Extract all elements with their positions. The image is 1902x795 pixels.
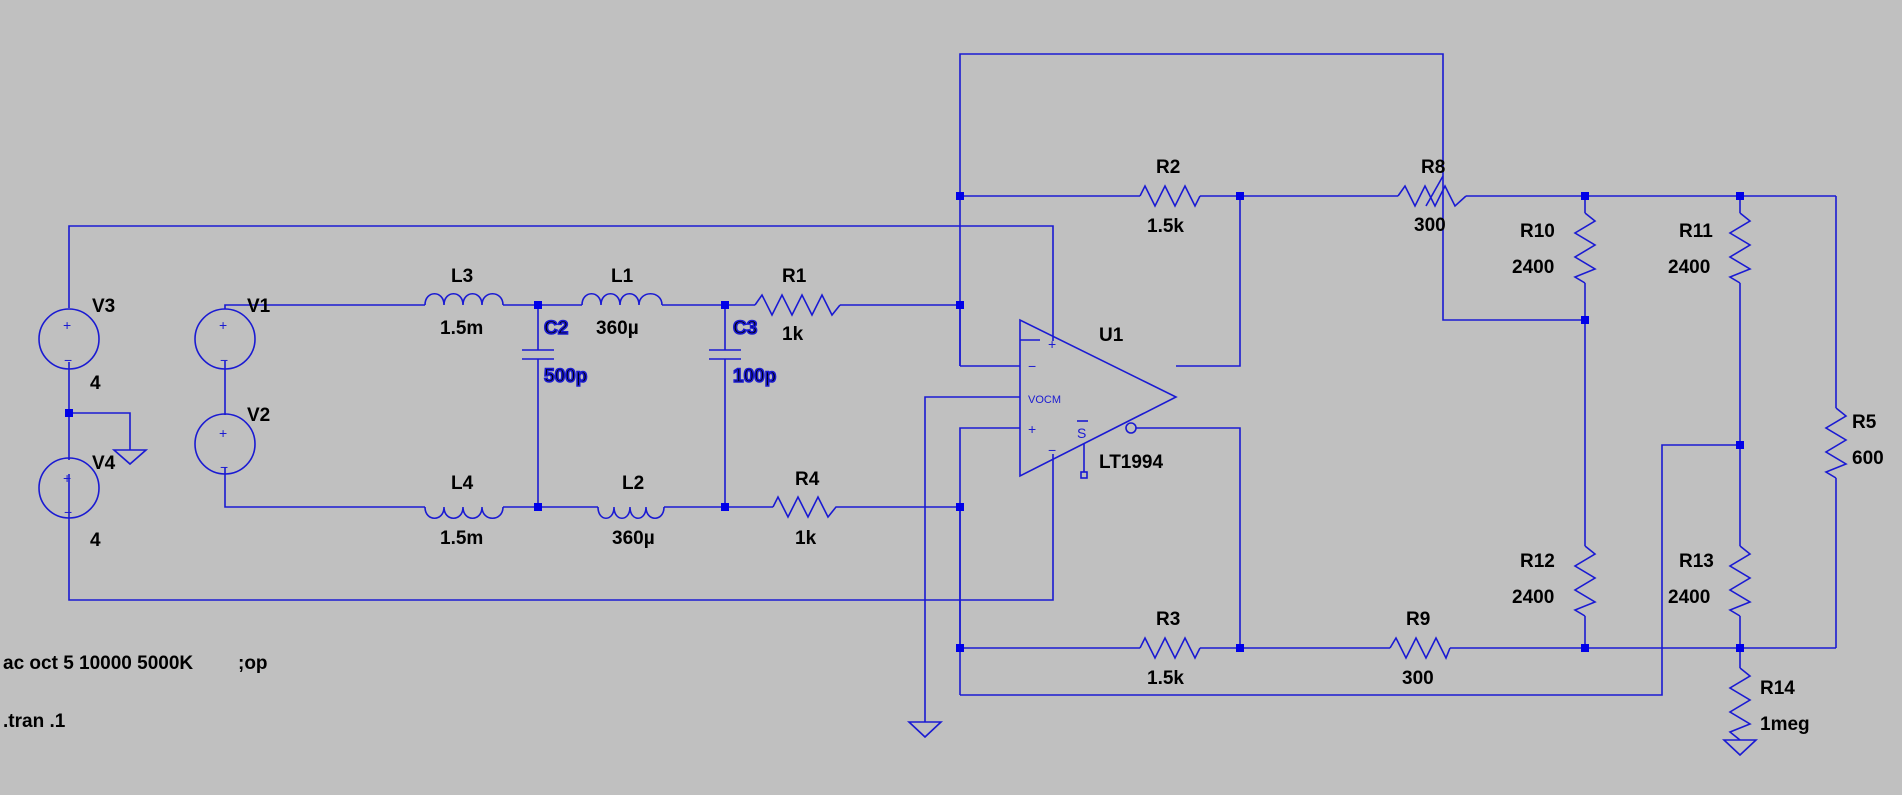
r13-value: 2400 <box>1668 587 1710 608</box>
l2-value: 360µ <box>612 528 655 549</box>
resistor-r10[interactable]: R10 2400 <box>1512 212 1597 284</box>
l4-value: 1.5m <box>440 528 483 549</box>
resistor-r12[interactable]: R12 2400 <box>1512 545 1597 617</box>
capacitor-c2[interactable]: C2 500p <box>522 317 588 388</box>
r14-name: R14 <box>1760 678 1795 699</box>
v1-name: V1 <box>247 296 271 317</box>
u1-name: U1 <box>1099 325 1124 346</box>
svg-text:−: − <box>220 352 228 368</box>
r10-value: 2400 <box>1512 257 1554 278</box>
r11-value: 2400 <box>1668 257 1710 278</box>
inductor-l1[interactable]: L1 360µ <box>581 266 663 339</box>
resistor-r5[interactable]: R5 600 <box>1824 407 1884 479</box>
v2-name: V2 <box>247 405 270 426</box>
r11-name: R11 <box>1679 221 1713 242</box>
svg-text:+: + <box>219 425 227 441</box>
resistor-r14[interactable]: R14 1meg <box>1728 667 1810 741</box>
wires <box>68 53 1837 722</box>
resistor-r3[interactable]: R3 1.5k <box>1139 609 1201 689</box>
ac-directive[interactable]: ac oct 5 10000 5000K <box>3 653 193 674</box>
tran-directive[interactable]: .tran .1 <box>3 711 66 732</box>
l4-name: L4 <box>451 473 474 494</box>
r14-value: 1meg <box>1760 714 1810 735</box>
l1-value: 360µ <box>596 318 639 339</box>
inductor-l4[interactable]: L4 1.5m <box>424 473 504 549</box>
l1-name: L1 <box>611 266 634 287</box>
voltage-source-v2[interactable]: + − V2 <box>194 405 270 475</box>
r2-name: R2 <box>1156 157 1180 178</box>
svg-text:−: − <box>64 504 72 520</box>
svg-text:−: − <box>220 459 228 475</box>
c2-value: 500p <box>544 366 587 387</box>
inductor-l3[interactable]: L3 1.5m <box>424 266 504 339</box>
v4-name: V4 <box>92 453 116 474</box>
resistor-r4[interactable]: R4 1k <box>772 469 840 549</box>
l2-name: L2 <box>622 473 644 494</box>
r9-value: 300 <box>1402 668 1434 689</box>
u1-part: LT1994 <box>1099 452 1164 473</box>
resistor-r1[interactable]: R1 1k <box>754 266 841 345</box>
r5-name: R5 <box>1852 412 1877 433</box>
r4-name: R4 <box>795 469 820 490</box>
resistor-r8[interactable]: R8 300 <box>1397 157 1467 236</box>
opamp-u1[interactable]: + − VOCM + − S U1 LT1994 <box>1019 318 1178 479</box>
l3-name: L3 <box>451 266 473 287</box>
voltage-source-v3[interactable]: + − V3 4 <box>38 296 115 394</box>
v3-value: 4 <box>90 373 101 394</box>
r8-name: R8 <box>1421 157 1445 178</box>
r4-value: 1k <box>795 528 817 549</box>
v3-name: V3 <box>92 296 115 317</box>
r1-value: 1k <box>782 324 804 345</box>
ground-symbol <box>906 721 944 739</box>
resistor-r9[interactable]: R9 300 <box>1389 609 1451 689</box>
svg-text:+: + <box>1028 421 1036 437</box>
v4-value: 4 <box>90 530 101 551</box>
capacitor-c3[interactable]: C3 100p <box>709 317 777 388</box>
voltage-source-v1[interactable]: + − V1 <box>194 296 271 370</box>
resistor-r13[interactable]: R13 2400 <box>1668 545 1752 617</box>
op-directive[interactable]: ;op <box>238 653 268 674</box>
resistor-r11[interactable]: R11 2400 <box>1668 212 1752 284</box>
svg-text:−: − <box>1028 358 1036 374</box>
l3-value: 1.5m <box>440 318 483 339</box>
c3-name: C3 <box>733 318 757 339</box>
r3-value: 1.5k <box>1147 668 1184 689</box>
r12-value: 2400 <box>1512 587 1554 608</box>
c2-name: C2 <box>544 318 568 339</box>
r13-name: R13 <box>1679 551 1714 572</box>
r10-name: R10 <box>1520 221 1555 242</box>
voltage-source-v4[interactable]: + − V4 4 <box>38 453 116 551</box>
resistor-r2[interactable]: R2 1.5k <box>1139 157 1201 237</box>
svg-text:−: − <box>64 352 72 368</box>
svg-text:+: + <box>1048 336 1056 352</box>
svg-text:+: + <box>63 470 71 486</box>
svg-text:+: + <box>219 317 227 333</box>
inductor-l2[interactable]: L2 360µ <box>597 473 665 549</box>
r3-name: R3 <box>1156 609 1180 630</box>
c3-value: 100p <box>733 366 776 387</box>
r1-name: R1 <box>782 266 807 287</box>
r5-value: 600 <box>1852 448 1884 469</box>
svg-text:−: − <box>1048 442 1056 458</box>
svg-text:+: + <box>63 317 71 333</box>
vocm-pin-label: VOCM <box>1028 394 1061 406</box>
r12-name: R12 <box>1520 551 1555 572</box>
ground-symbol <box>1721 739 1759 757</box>
r8-value: 300 <box>1414 215 1446 236</box>
ground-symbol <box>111 449 149 466</box>
spice-directives: ac oct 5 10000 5000K ;op .tran .1 <box>3 653 268 732</box>
shdn-pin-label: S <box>1077 425 1086 441</box>
r9-name: R9 <box>1406 609 1430 630</box>
r2-value: 1.5k <box>1147 216 1184 237</box>
junction-nodes <box>65 192 1744 652</box>
